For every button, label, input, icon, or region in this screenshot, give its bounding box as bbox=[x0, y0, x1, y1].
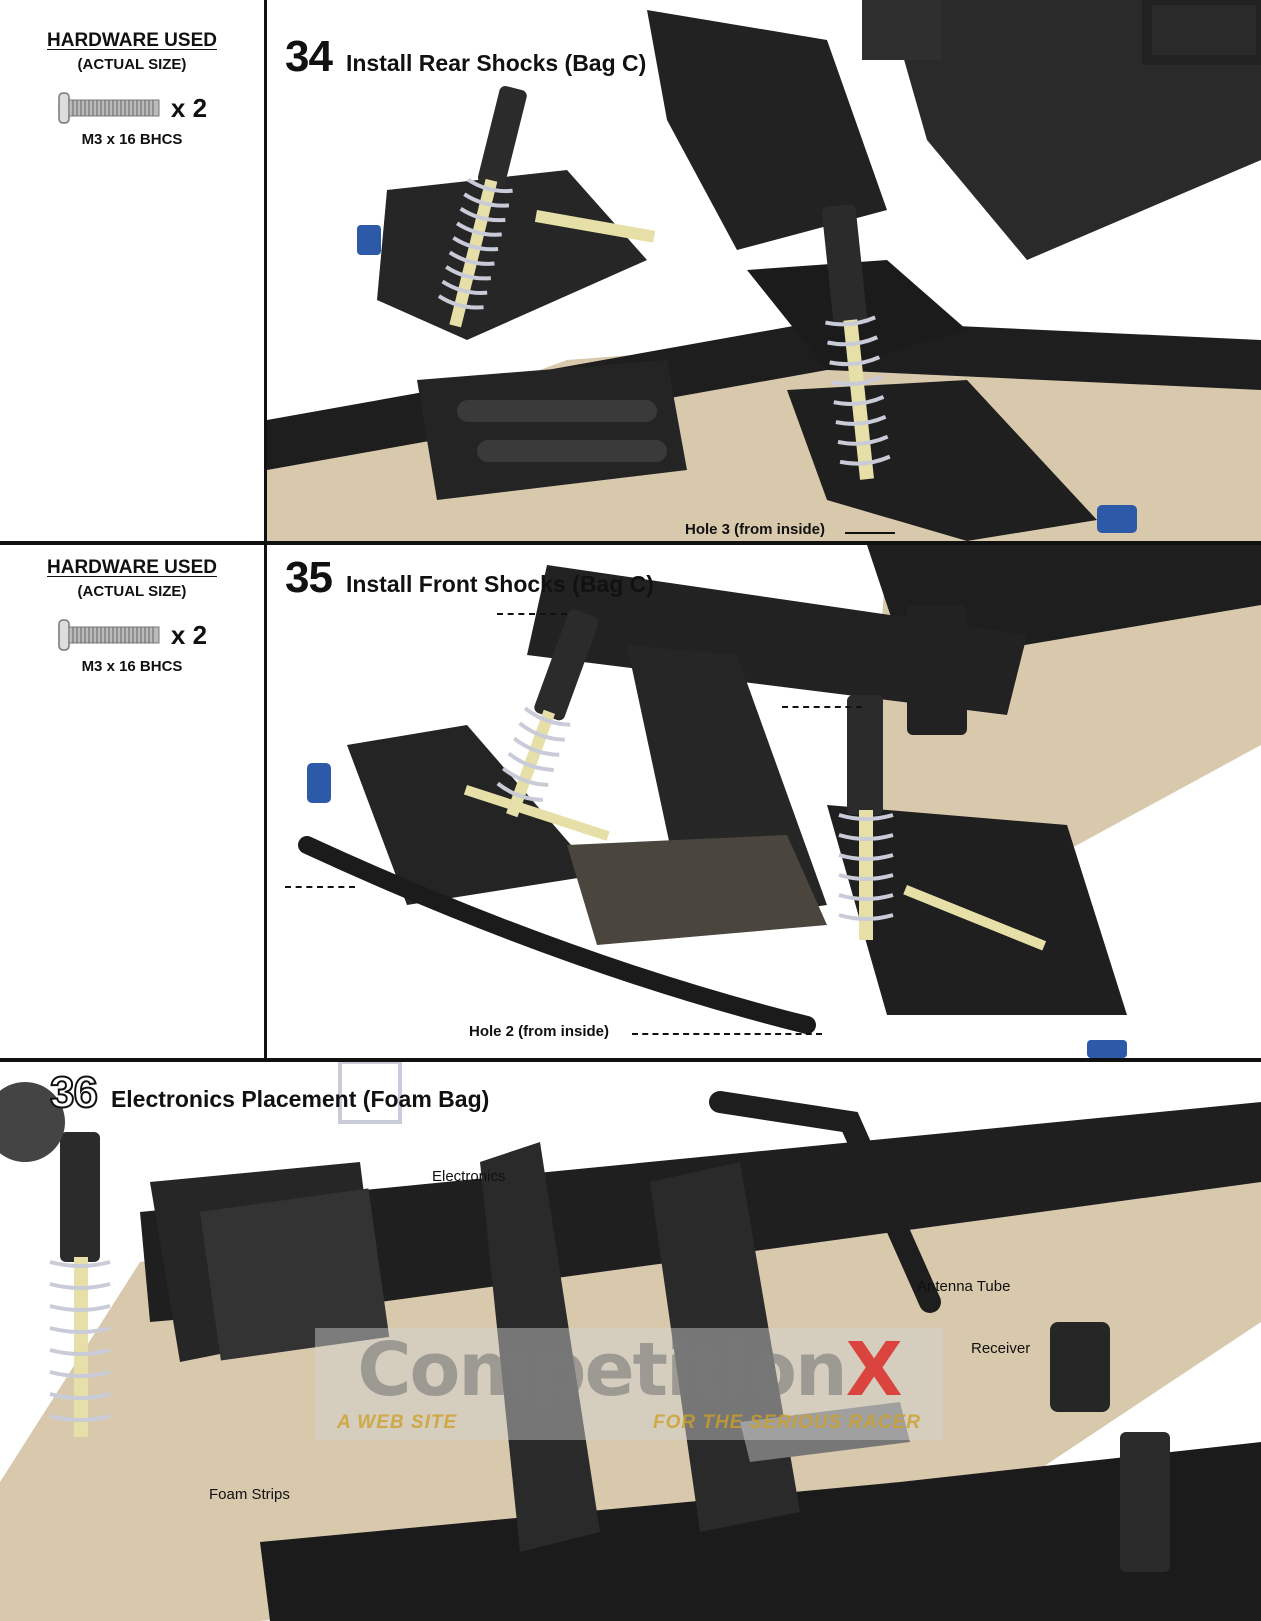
callout-line bbox=[632, 1033, 822, 1035]
divider-1 bbox=[0, 541, 1261, 545]
electronics-placement-illustration bbox=[0, 1062, 1261, 1621]
hardware-title: HARDWARE USED bbox=[47, 30, 217, 51]
callout-hole-3: Hole 3 (from inside) bbox=[685, 521, 826, 538]
callout-line bbox=[845, 532, 895, 534]
step-number: 36 bbox=[49, 1067, 99, 1118]
hardware-part-label: M3 x 16 BHCS bbox=[81, 658, 183, 675]
callout-electronics: Electronics bbox=[432, 1168, 506, 1185]
hardware-panel-35: HARDWARE USED (ACTUAL SIZE) x 2 M3 x 16 … bbox=[0, 557, 264, 675]
divider-vertical-1 bbox=[264, 0, 267, 541]
step-36-heading: 36 Electronics Placement (Foam Bag) bbox=[49, 1067, 490, 1118]
watermark-brand-text: Competition bbox=[357, 1327, 847, 1413]
watermark-tagline-right: FOR THE SERIOUS RACER bbox=[652, 1412, 921, 1433]
hardware-part-label: M3 x 16 BHCS bbox=[81, 131, 183, 148]
screw-icon bbox=[58, 619, 160, 651]
callout-hole-2: Hole 2 (from inside) bbox=[469, 1023, 610, 1040]
watermark-brand-accent: X bbox=[845, 1327, 903, 1413]
dashed-guide-line bbox=[782, 706, 862, 708]
step-34-heading: 34 Install Rear Shocks (Bag C) bbox=[285, 32, 646, 82]
callout-antenna-tube: Antenna Tube bbox=[917, 1278, 1011, 1295]
hardware-subtitle: (ACTUAL SIZE) bbox=[77, 583, 187, 600]
step-title: Install Front Shocks (Bag C) bbox=[345, 571, 654, 597]
hardware-quantity: x 2 bbox=[170, 619, 208, 650]
dashed-guide-line bbox=[285, 886, 355, 888]
watermark: CompetitionX A WEB SITE FOR THE SERIOUS … bbox=[315, 1328, 943, 1440]
step-title: Install Rear Shocks (Bag C) bbox=[345, 50, 647, 76]
callout-foam-strips: Foam Strips bbox=[209, 1486, 290, 1503]
step-35-heading: 35 Install Front Shocks (Bag C) bbox=[285, 553, 654, 603]
divider-vertical-2 bbox=[264, 545, 267, 1058]
callout-receiver: Receiver bbox=[971, 1340, 1031, 1357]
watermark-brand: CompetitionX bbox=[315, 1328, 943, 1412]
hardware-panel-34: HARDWARE USED (ACTUAL SIZE) x 2 M3 x 16 … bbox=[0, 30, 264, 148]
hardware-title: HARDWARE USED bbox=[47, 557, 217, 578]
watermark-tagline-left: A WEB SITE bbox=[337, 1412, 458, 1433]
step-title: Electronics Placement (Foam Bag) bbox=[110, 1086, 490, 1112]
rear-shocks-illustration bbox=[267, 0, 1261, 541]
front-shocks-illustration bbox=[267, 545, 1261, 1058]
hardware-subtitle: (ACTUAL SIZE) bbox=[77, 56, 187, 73]
step-number: 35 bbox=[285, 553, 333, 602]
dashed-guide-line bbox=[497, 613, 567, 615]
screw-icon bbox=[58, 92, 160, 124]
step-number: 34 bbox=[285, 32, 333, 81]
hardware-quantity: x 2 bbox=[170, 92, 208, 123]
divider-2 bbox=[0, 1058, 1261, 1062]
